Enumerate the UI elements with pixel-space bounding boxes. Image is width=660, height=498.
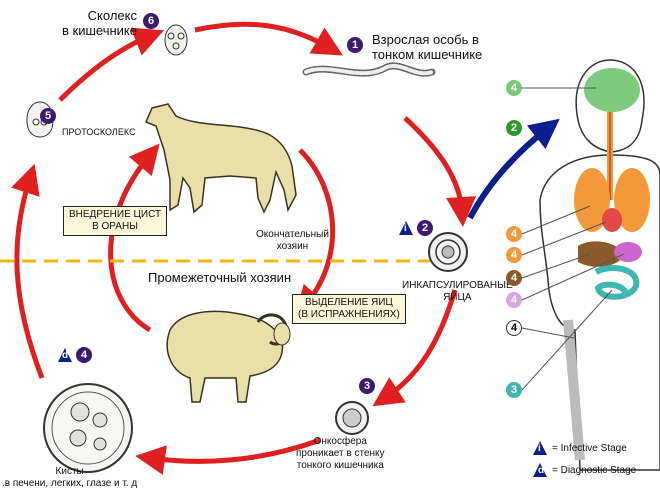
label-oncosphere: Онкосфера проникает в стенку тонкого киш… [296,436,385,471]
egg-icon [428,232,468,272]
marker-lines [521,87,625,391]
infective-triangle-icon [399,221,413,235]
legend-infective-icon [533,441,547,455]
label-adult: Взрослая особь в тонком кишечнике [372,32,483,62]
arrow-protoscolex-to-scolex [58,27,164,102]
marker-brain: 4 [506,80,522,96]
label-encapsulated-eggs: ИНКАПСУЛИРОВАНЫЕ ЯЙЦА [402,280,513,303]
marker-3-intestine: 3 [506,382,522,398]
step-1-badge: 1 [347,37,363,53]
step-6-badge: 6 [143,13,159,29]
diagnostic-triangle-letter: d [62,350,69,361]
diagnostic-triangle-icon [58,348,72,362]
arrow-to-human [467,118,560,220]
dog-icon [145,103,297,214]
arrow-sheep-to-dog [108,143,160,333]
label-intermediate-host: Промежеточный хозяин [148,270,292,285]
adult-worm-icon [302,62,436,77]
legend-diagnostic-letter: d [538,465,545,476]
arrow-scolex-to-adult [194,21,344,56]
legend-diagnostic-icon [533,463,547,477]
box-egg-release: ВЫДЕЛЕНИЕ ЯИЦ (В ИСПРАЖНЕНИЯХ) [292,294,406,324]
human-body-icon [539,59,660,471]
step-2-badge: 2 [417,220,433,236]
step-5-badge: 5 [40,108,56,124]
marker-spleen: 4 [506,292,522,308]
step-3-badge: 3 [359,378,375,394]
step-4-badge: 4 [76,347,92,363]
arrow-oncosphere-to-cyst [135,437,321,475]
marker-liver: 4 [506,270,522,286]
label-protoscolex: ПРОТОСКОЛЕКС [62,127,136,137]
legend-infective-text: = Infective Stage [552,443,627,454]
arrow-dog-to-sheep [295,148,335,317]
oncosphere-icon [335,401,369,435]
sheep-icon [166,310,291,403]
box-cyst-invasion: ВНЕДРЕНИЕ ЦИСТ В ОРАНЫ [63,206,168,236]
label-definitive-host: Окончательный хозяин [256,229,329,252]
marker-lung: 4 [506,226,522,242]
label-scolex: Сколекс в кишечнике [62,8,137,38]
marker-2-human: 2 [506,120,522,136]
marker-heart: 4 [506,247,522,263]
label-cysts: Кисты .в печени, легких, глазе и т. д [2,466,138,489]
legend-diagnostic-text: = Diagnostic Stage [552,465,637,476]
legend-infective-letter: i [538,443,541,454]
cyst-icon [43,383,133,473]
infective-triangle-letter: i [404,223,407,234]
arrow-adult-to-eggs [403,116,477,227]
marker-bone: 4 [506,320,522,336]
arrow-eggs-to-oncosphere [372,289,458,407]
arrow-cyst-to-protoscolex [11,163,45,379]
scolex-icon [164,24,188,56]
